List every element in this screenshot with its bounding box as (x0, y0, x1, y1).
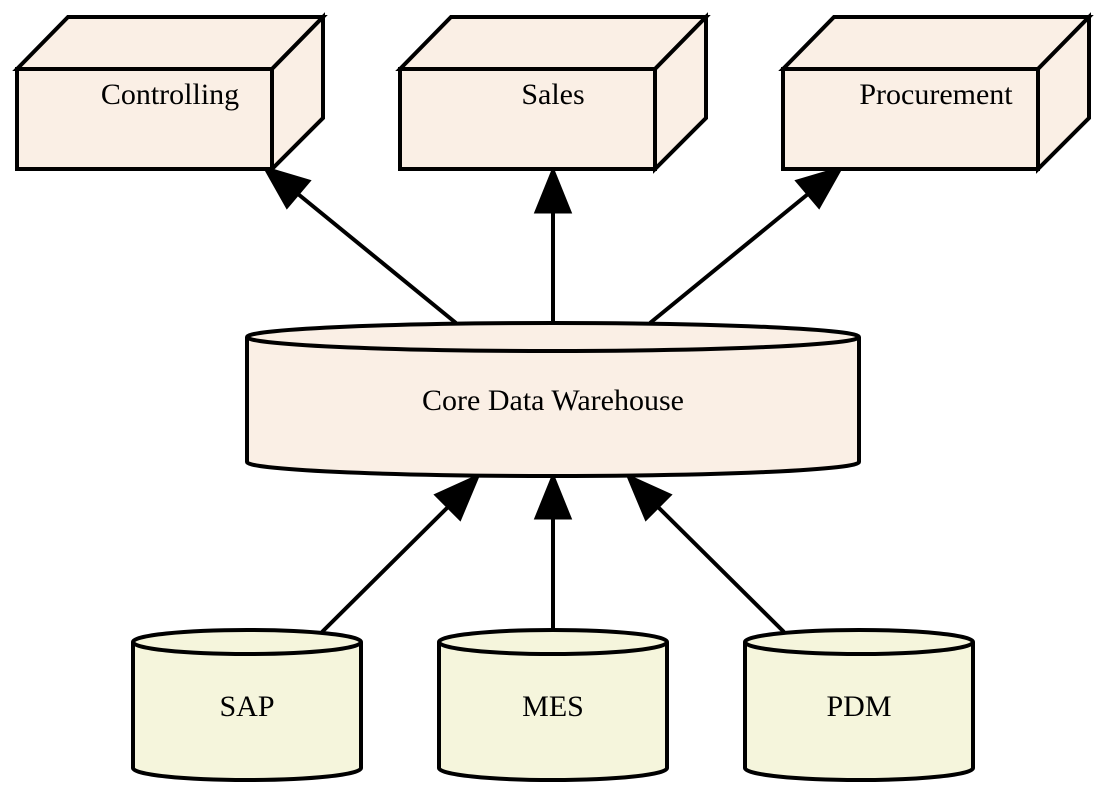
edge-sap-to-core (320, 505, 450, 634)
source-node-mes: MES (437, 628, 669, 782)
mart-label-procurement: Procurement (859, 78, 1013, 111)
source-label-sap: SAP (219, 690, 274, 723)
arrowhead-sap-to-core (433, 473, 481, 522)
warehouse-label: Core Data Warehouse (422, 384, 684, 417)
source-node-pdm: PDM (743, 628, 975, 782)
source-label-pdm: PDM (826, 690, 891, 723)
mart-node-controlling: Controlling (12, 12, 328, 174)
source-node-sap: SAP (131, 628, 363, 782)
arrowhead-pdm-to-core (625, 473, 673, 522)
arrowhead-core-to-controlling (261, 165, 312, 210)
mart-node-procurement: Procurement (778, 12, 1094, 174)
source-label-mes: MES (522, 690, 584, 723)
arrowhead-mes-to-core (533, 472, 573, 520)
arrowhead-core-to-procurement (794, 165, 845, 210)
mart-label-controlling: Controlling (101, 78, 239, 111)
mart-node-sales: Sales (395, 12, 711, 174)
arrowhead-core-to-sales (533, 166, 573, 214)
edges (261, 165, 845, 634)
edge-core-to-controlling (296, 192, 458, 325)
warehouse-node-core: Core Data Warehouse (245, 321, 861, 478)
edge-pdm-to-core (656, 505, 786, 634)
edge-core-to-procurement (648, 192, 810, 325)
mart-label-sales: Sales (521, 78, 584, 111)
